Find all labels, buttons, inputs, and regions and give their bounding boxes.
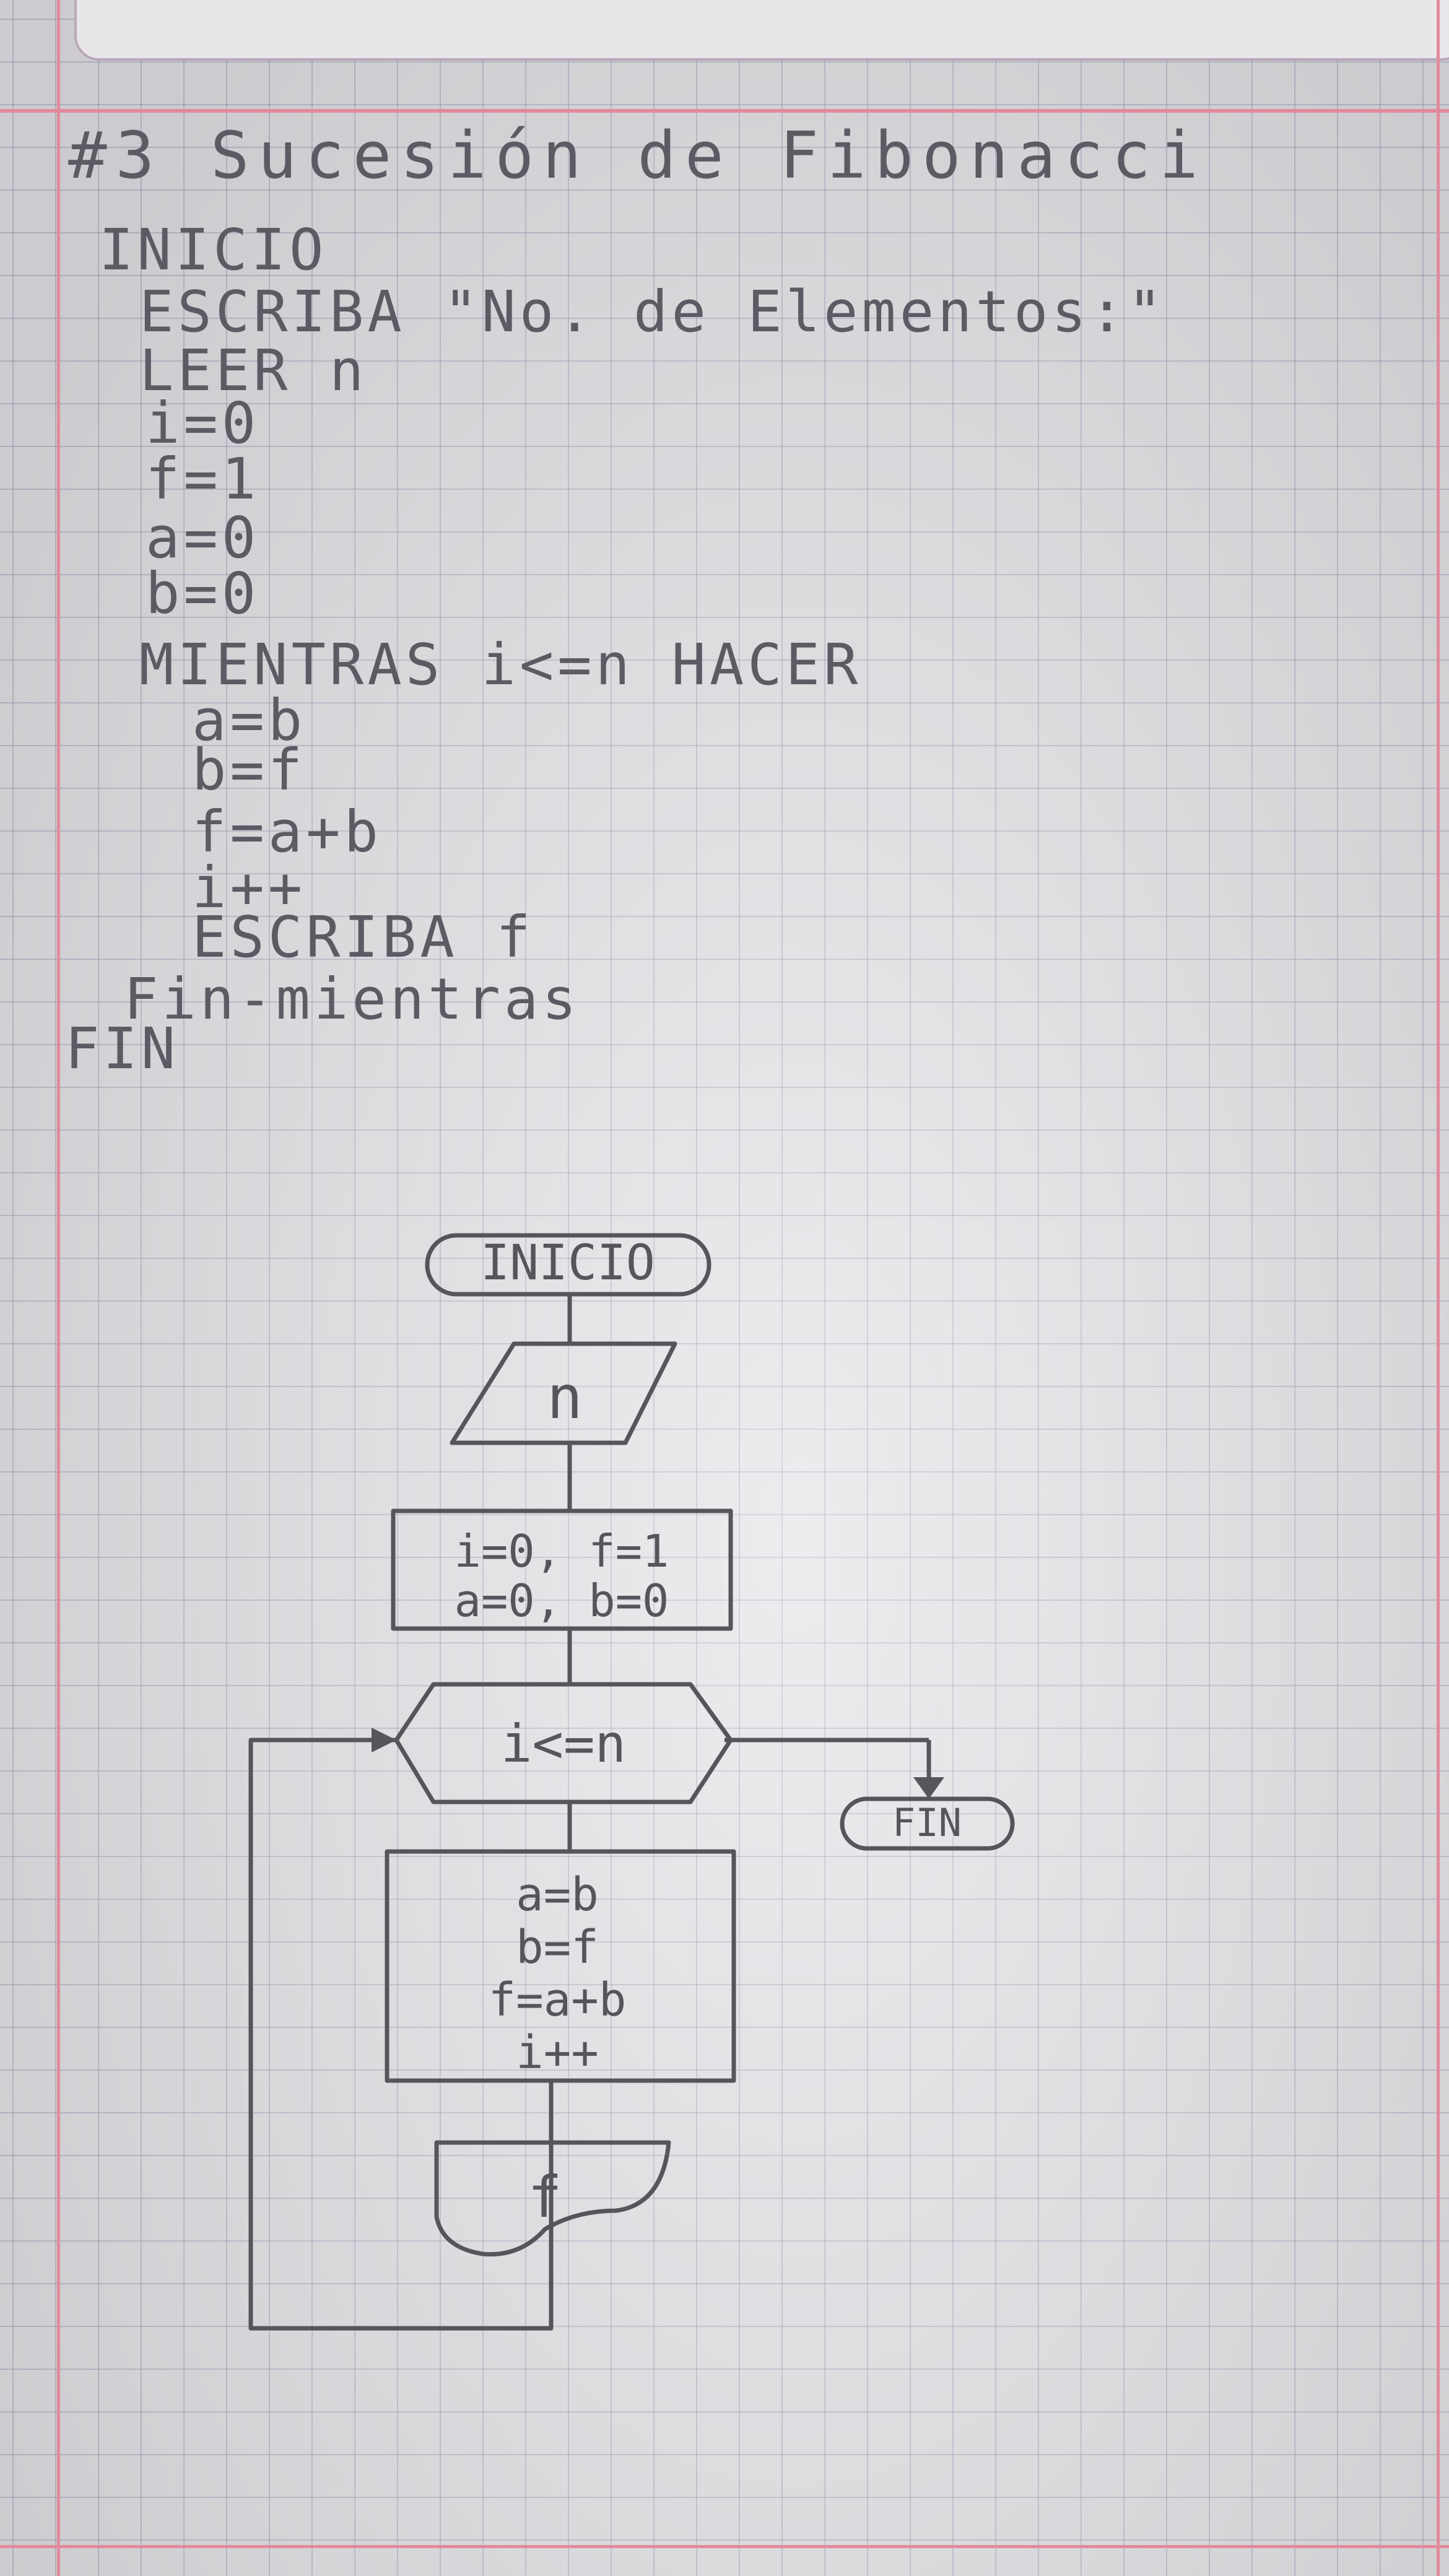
right-margin-line: [1437, 0, 1440, 2576]
input-label: n: [547, 1363, 583, 1432]
init-line-2: a=0, b=0: [455, 1575, 669, 1627]
init-process-box: i=0, f=1 a=0, b=0: [391, 1508, 733, 1631]
previous-page-edge: [74, 0, 1449, 61]
loop-body-box: a=b b=f f=a+b i++: [385, 1849, 736, 2083]
page-title: #3 Sucesión de Fibonacci: [68, 118, 1207, 193]
pseudocode-line: MIENTRAS i<=n HACER: [139, 632, 862, 698]
pseudocode-line: b=0: [146, 560, 260, 627]
loop-arrow-icon: [372, 1728, 396, 1752]
pseudocode-line: f=1: [146, 446, 260, 512]
body-line: b=f: [516, 1921, 599, 1974]
body-line: i++: [516, 2026, 599, 2079]
end-label: FIN: [892, 1800, 962, 1845]
pseudocode-line: FIN: [65, 1016, 180, 1082]
pseudocode-line: a=0: [146, 505, 260, 571]
body-line: a=b: [516, 1868, 599, 1921]
top-margin-line: [0, 109, 1449, 113]
body-line: f=a+b: [489, 1973, 627, 2027]
condition-label: i<=n: [501, 1713, 626, 1774]
end-terminal: FIN: [840, 1796, 1015, 1851]
condition-hexagon: i<=n: [394, 1682, 733, 1804]
pseudocode-line: ESCRIBA f: [192, 904, 534, 970]
left-margin-line: [57, 0, 60, 2576]
input-parallelogram: n: [450, 1341, 677, 1445]
pseudocode-line: LEER n: [139, 337, 368, 404]
pseudocode-line: i=0: [146, 390, 260, 456]
init-line-1: i=0, f=1: [455, 1525, 669, 1577]
arrow-to-fin-icon: [913, 1777, 944, 1799]
output-label: f: [528, 2164, 562, 2230]
output-document-shape: f: [434, 2140, 671, 2256]
pseudocode-line: INICIO: [99, 217, 328, 283]
pseudocode-line: ESCRIBA "No. de Elementos:": [139, 279, 1166, 345]
flow-connectors: [248, 1294, 944, 2331]
pseudocode-line: i++: [192, 855, 307, 921]
pseudocode-line: a=b: [192, 687, 307, 754]
pseudocode-line: Fin-mientras: [124, 966, 580, 1032]
bottom-margin-line: [0, 2545, 1449, 2548]
pseudocode-line: b=f: [192, 737, 307, 803]
pseudocode-line: f=a+b: [192, 799, 382, 865]
start-label: INICIO: [481, 1235, 655, 1291]
start-terminal: INICIO: [425, 1233, 711, 1297]
